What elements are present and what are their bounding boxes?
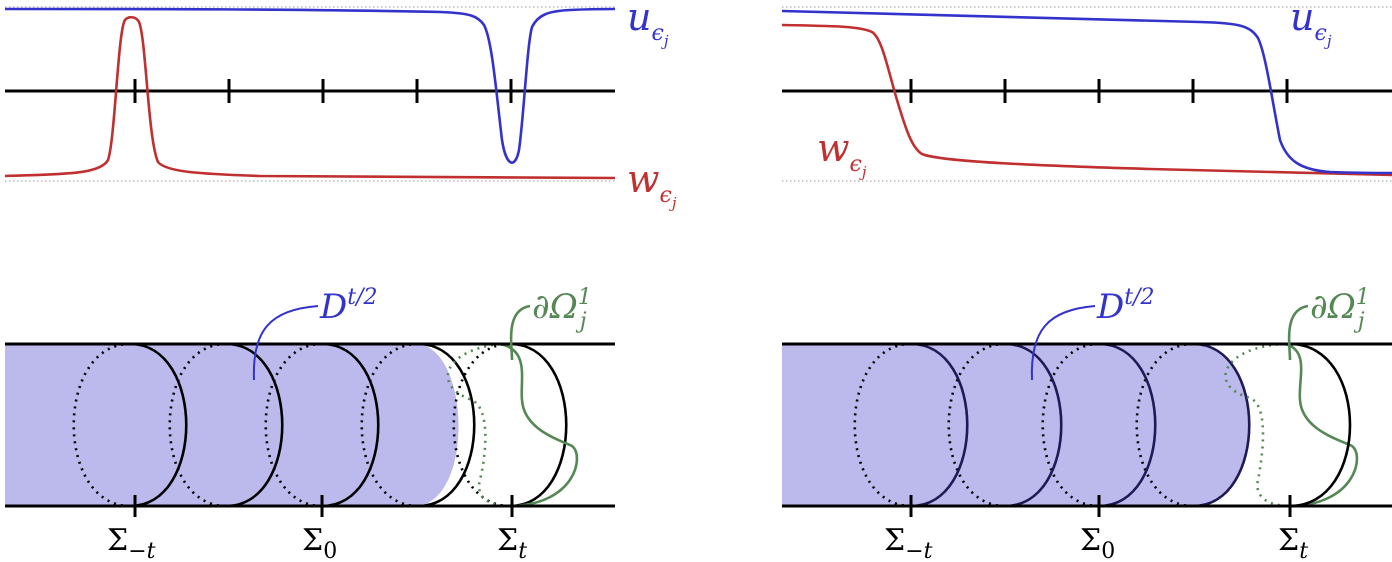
sigma-label-base: Σ	[884, 523, 905, 558]
domain-shaded-region	[782, 344, 1250, 506]
w-function-label: wϵj	[817, 126, 867, 181]
u-label-subsub: j	[1324, 32, 1332, 50]
domain-label-sup: t/2	[1124, 285, 1154, 310]
sigma-ticks	[133, 495, 514, 517]
sigma-label-minus-t: Σ−t	[884, 523, 933, 562]
domain-label-base: D	[1096, 287, 1124, 327]
u-label-subsub: j	[661, 32, 669, 50]
w-label-subsub: j	[859, 163, 867, 181]
w-label-base: w	[817, 126, 850, 170]
boundary-label-base: ∂Ω	[532, 287, 578, 327]
dotted-circle	[452, 342, 511, 508]
w-label-sub: ϵ	[660, 183, 672, 208]
w-label-sub: ϵ	[850, 152, 862, 177]
w-function-label: wϵj	[627, 157, 677, 212]
solid-circle	[321, 342, 380, 508]
sigma-label-t: Σt	[497, 523, 527, 562]
u-curve	[4, 7, 616, 164]
top-left-profile-panel: uϵj wϵj	[4, 0, 677, 212]
domain-shaded-region	[5, 344, 459, 506]
solid-circle	[1192, 342, 1251, 508]
top-right-profile-panel: uϵj wϵj	[781, 0, 1392, 182]
axis-ticks	[909, 79, 1289, 103]
boundary-label-sup: 1	[578, 285, 592, 310]
boundary-curve	[1284, 342, 1359, 508]
boundary-label-sup: 1	[1356, 285, 1370, 310]
solid-circle	[129, 342, 188, 508]
sigma-label-sub: 0	[323, 539, 337, 562]
sigma-label-t: Σt	[1278, 523, 1308, 562]
w-curve	[4, 15, 616, 180]
sigma-label-base: Σ	[107, 523, 128, 558]
boundary-label-leader	[509, 304, 531, 361]
u-label-base: u	[627, 0, 651, 39]
domain-label: Dt/2	[319, 285, 378, 327]
boundary-label-base: ∂Ω	[1310, 287, 1356, 327]
solid-circle	[225, 342, 284, 508]
solid-circle	[1004, 342, 1063, 508]
outer-solid-circle	[1289, 342, 1352, 508]
boundary-curve	[499, 342, 579, 508]
sigma-ticks	[909, 495, 1292, 517]
sigma-label-base: Σ	[302, 523, 323, 558]
boundary-dotted-curve	[1224, 342, 1291, 508]
solid-front-circles	[129, 342, 568, 508]
w-label-subsub: j	[669, 194, 677, 212]
u-label-sub: ϵ	[651, 21, 663, 46]
domain-label-base: D	[319, 287, 347, 327]
solid-circle	[417, 342, 476, 508]
sigma-label-sub: t	[1299, 539, 1308, 562]
axis-ticks	[133, 79, 513, 103]
solid-front-circles	[910, 342, 1251, 508]
sigma-label-minus-t: Σ−t	[107, 523, 156, 562]
u-label-sub: ϵ	[1314, 21, 1326, 46]
solid-circle	[910, 342, 969, 508]
solid-circle	[509, 342, 568, 508]
domain-label-leader	[252, 305, 319, 381]
boundary-dotted-curve	[446, 342, 511, 508]
sigma-label-base: Σ	[1080, 523, 1101, 558]
w-label-base: w	[627, 157, 660, 201]
u-curve	[781, 9, 1392, 175]
sigma-label-base: Σ	[497, 523, 518, 558]
domain-label: Dt/2	[1096, 285, 1155, 327]
sigma-label-sub: −t	[905, 539, 932, 562]
domain-label-sup: t/2	[347, 285, 377, 310]
u-label-base: u	[1290, 0, 1314, 39]
sigma-label-sub: −t	[128, 539, 155, 562]
sigma-label-sub: 0	[1101, 539, 1115, 562]
sigma-label-zero: Σ0	[1080, 523, 1115, 562]
u-function-label: uϵj	[627, 0, 669, 50]
u-function-label: uϵj	[1290, 0, 1332, 50]
sigma-label-zero: Σ0	[302, 523, 337, 562]
domain-label-leader	[1030, 305, 1096, 381]
sigma-label-sub: t	[518, 539, 527, 562]
sigma-label-base: Σ	[1278, 523, 1299, 558]
solid-circle	[1098, 342, 1157, 508]
boundary-label-leader	[1287, 304, 1309, 361]
w-curve	[781, 23, 1392, 177]
